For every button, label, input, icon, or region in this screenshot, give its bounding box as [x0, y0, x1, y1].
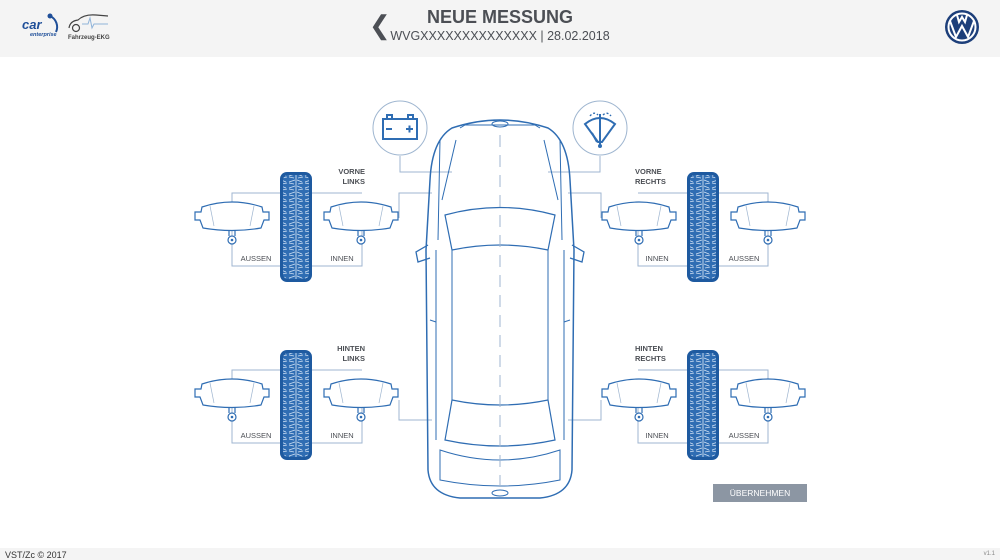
- brake-pad-front-left-outer[interactable]: [194, 201, 270, 245]
- brake-pad-front-left-inner[interactable]: [323, 201, 399, 245]
- vehicle-diagram: VORNE LINKS AUSSEN INNEN HINTEN LINKS AU…: [194, 100, 806, 499]
- wheel-label-line2: RECHTS: [635, 177, 666, 186]
- tire-rear-right[interactable]: [686, 349, 720, 461]
- inner-label: INNEN: [645, 431, 668, 440]
- version-text: v1.1: [983, 551, 995, 557]
- wheel-label-line1: HINTEN: [635, 344, 663, 353]
- footer: VST/Zc © 2017 v1.1: [0, 548, 1000, 560]
- brake-pad-front-right-outer[interactable]: [730, 201, 806, 245]
- car-top-view: [415, 119, 585, 499]
- wheel-label-line2: LINKS: [343, 177, 366, 186]
- vehicle-vin-date: WVGXXXXXXXXXXXXXX | 28.02.2018: [390, 29, 610, 43]
- wheel-label-line1: HINTEN: [337, 344, 365, 353]
- brake-pad-rear-right-outer[interactable]: [730, 378, 806, 422]
- wheel-label-line2: LINKS: [343, 354, 366, 363]
- brake-pad-rear-left-inner[interactable]: [323, 378, 399, 422]
- brake-pad-front-right-inner[interactable]: [601, 201, 677, 245]
- fahrzeug-ekg-logo: Fahrzeug-EKG: [68, 14, 110, 41]
- wiper-icon[interactable]: [572, 100, 628, 156]
- svg-text:enterprise: enterprise: [30, 32, 57, 38]
- wheel-label-line2: RECHTS: [635, 354, 666, 363]
- page-title: NEUE MESSUNG: [426, 7, 574, 27]
- outer-label: AUSSEN: [729, 254, 760, 263]
- wheel-rear-left[interactable]: HINTEN LINKS AUSSEN INNEN: [194, 344, 399, 461]
- app-header: car enterprise Fahrzeug-EKG ❮ NEUE MESSU…: [0, 0, 1000, 57]
- wheel-rear-right[interactable]: HINTEN RECHTS INNEN AUSSEN: [601, 344, 806, 461]
- wheel-label-line1: VORNE: [635, 167, 662, 176]
- inner-label: INNEN: [645, 254, 668, 263]
- outer-label: AUSSEN: [241, 254, 272, 263]
- inner-label: INNEN: [330, 431, 353, 440]
- inner-label: INNEN: [330, 254, 353, 263]
- wheel-label-line1: VORNE: [338, 167, 365, 176]
- battery-icon[interactable]: [372, 100, 428, 156]
- tire-front-right[interactable]: [686, 171, 720, 283]
- wheel-front-right[interactable]: VORNE RECHTS INNEN AUSSEN: [601, 167, 806, 283]
- brake-pad-rear-right-inner[interactable]: [601, 378, 677, 422]
- back-button[interactable]: ❮: [369, 10, 391, 40]
- outer-label: AUSSEN: [729, 431, 760, 440]
- svg-text:car: car: [22, 17, 42, 32]
- outer-label: AUSSEN: [241, 431, 272, 440]
- copyright-text: VST/Zc © 2017: [5, 550, 67, 560]
- tire-front-left[interactable]: [279, 171, 313, 283]
- vw-logo: [945, 10, 979, 44]
- svg-text:Fahrzeug-EKG: Fahrzeug-EKG: [68, 35, 110, 41]
- brake-pad-rear-left-outer[interactable]: [194, 378, 270, 422]
- car-enterprise-logo: car enterprise: [22, 13, 59, 38]
- apply-button[interactable]: ÜBERNEHMEN: [713, 484, 807, 502]
- tire-rear-left[interactable]: [279, 349, 313, 461]
- wheel-front-left[interactable]: VORNE LINKS AUSSEN INNEN: [194, 167, 399, 283]
